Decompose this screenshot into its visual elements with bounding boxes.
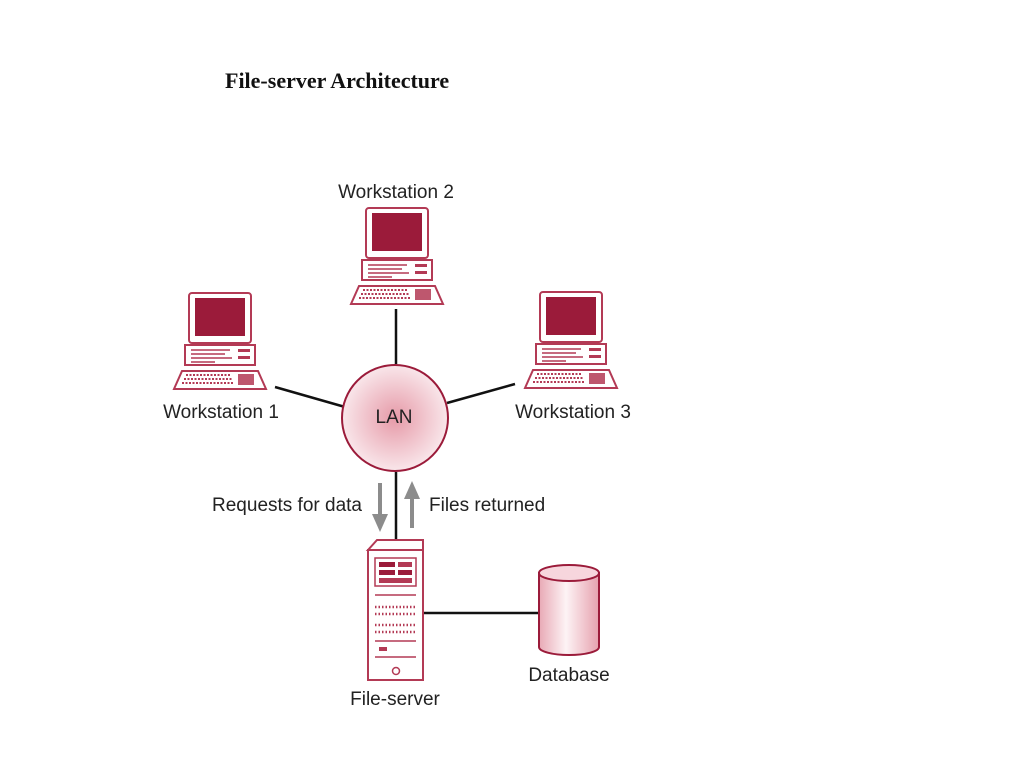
workstation-3-icon [524, 291, 618, 389]
files-returned-label: Files returned [429, 495, 545, 516]
workstation-3-label: Workstation 3 [515, 402, 631, 423]
requests-arrow [372, 483, 388, 532]
lan-label: LAN [376, 407, 413, 428]
workstation-1-label: Workstation 1 [163, 402, 279, 423]
link-ws3-lan [446, 382, 516, 405]
diagram-title: File-server Architecture [225, 68, 450, 93]
workstation-2-label: Workstation 2 [338, 182, 454, 203]
database-icon [538, 564, 600, 656]
requests-label: Requests for data [212, 495, 362, 516]
database-label: Database [528, 665, 609, 686]
lan-hub [341, 364, 449, 472]
file-server-label: File-server [350, 689, 440, 710]
workstation-2-icon [350, 207, 444, 305]
workstation-1-icon [173, 292, 267, 390]
link-ws1-lan [274, 385, 346, 409]
files-returned-arrow [404, 481, 420, 528]
file-server-icon [365, 539, 424, 681]
